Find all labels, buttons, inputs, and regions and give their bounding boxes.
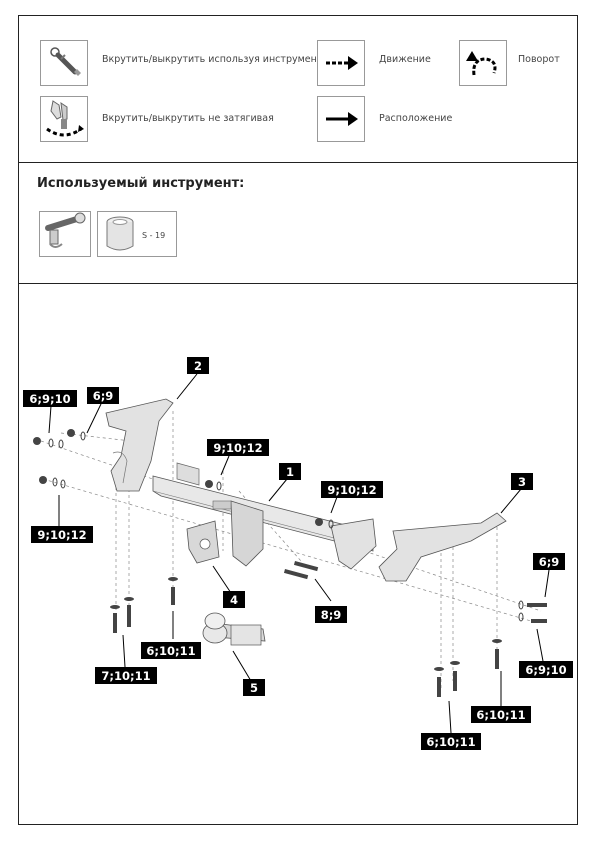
tools-panel: Используемый инструмент: S - 19 bbox=[18, 162, 578, 284]
solid-arrow-icon bbox=[317, 96, 365, 142]
svg-text:9;10;12: 9;10;12 bbox=[37, 528, 86, 542]
callout-6-9-right: 6;9 bbox=[533, 553, 565, 570]
callout-2: 2 bbox=[187, 357, 209, 374]
svg-text:2: 2 bbox=[194, 359, 202, 373]
legend-rotation: Поворот bbox=[518, 54, 560, 65]
callout-6-9-left: 6;9 bbox=[87, 387, 119, 404]
tow-ball-part bbox=[202, 612, 266, 646]
svg-text:6;9: 6;9 bbox=[539, 555, 560, 569]
svg-text:1: 1 bbox=[286, 465, 294, 479]
hand-screw-icon bbox=[40, 96, 88, 142]
left-bracket-part bbox=[105, 398, 174, 492]
callout-4: 4 bbox=[223, 591, 245, 608]
callout-3: 3 bbox=[511, 473, 533, 490]
legend-screw-without-tightening: Вкрутить/выкрутить не затягивая bbox=[102, 113, 274, 124]
svg-text:5: 5 bbox=[250, 681, 258, 695]
svg-text:7;10;11: 7;10;11 bbox=[101, 669, 150, 683]
alignment-lines bbox=[40, 411, 542, 691]
svg-text:6;9: 6;9 bbox=[93, 389, 114, 403]
callout-6-9-10-left: 6;9;10 bbox=[23, 390, 77, 407]
callout-8-9: 8;9 bbox=[315, 606, 347, 623]
callout-6-9-10-right: 6;9;10 bbox=[519, 661, 573, 678]
legend-position: Расположение bbox=[379, 113, 453, 124]
socket-size-label: S - 19 bbox=[142, 231, 166, 240]
svg-text:6;9;10: 6;9;10 bbox=[525, 663, 566, 677]
svg-text:9;10;12: 9;10;12 bbox=[327, 483, 376, 497]
callout-6-10-11-bottom: 6;10;11 bbox=[421, 733, 481, 750]
callout-6-10-11-right: 6;10;11 bbox=[471, 706, 531, 723]
fasteners bbox=[33, 429, 547, 697]
exploded-diagram-panel: 2 1 3 4 5 6;9;10 6;9 9;10;12 9;10;12 9;1… bbox=[18, 283, 578, 825]
ratchet-wrench-icon bbox=[39, 211, 91, 257]
callout-9-10-12-center: 9;10;12 bbox=[207, 439, 269, 456]
svg-text:6;10;11: 6;10;11 bbox=[146, 644, 195, 658]
legend-panel: Вкрутить/выкрутить используя инструмент … bbox=[18, 15, 578, 163]
svg-text:8;9: 8;9 bbox=[321, 608, 342, 622]
legend-screw-with-tool: Вкрутить/выкрутить используя инструмент bbox=[102, 54, 323, 65]
svg-text:6;10;11: 6;10;11 bbox=[476, 708, 525, 722]
leader-arrows bbox=[48, 373, 550, 734]
svg-text:4: 4 bbox=[230, 593, 238, 607]
svg-text:3: 3 bbox=[518, 475, 526, 489]
exploded-diagram: 2 1 3 4 5 6;9;10 6;9 9;10;12 9;10;12 9;1… bbox=[23, 357, 573, 750]
callout-5: 5 bbox=[243, 679, 265, 696]
callout-6-10-11-center: 6;10;11 bbox=[141, 642, 201, 659]
callout-9-10-12-left: 9;10;12 bbox=[31, 526, 93, 543]
callout-9-10-12-right: 9;10;12 bbox=[321, 481, 383, 498]
dashed-arrow-icon bbox=[317, 40, 365, 86]
svg-text:6;10;11: 6;10;11 bbox=[426, 735, 475, 749]
rotate-arrow-icon bbox=[459, 40, 507, 86]
callout-1: 1 bbox=[279, 463, 301, 480]
legend-movement: Движение bbox=[379, 54, 431, 65]
callout-7-10-11: 7;10;11 bbox=[95, 667, 157, 684]
svg-text:9;10;12: 9;10;12 bbox=[213, 441, 262, 455]
right-bracket-part bbox=[378, 512, 507, 582]
tools-title: Используемый инструмент: bbox=[37, 176, 245, 191]
wrench-icon bbox=[40, 40, 88, 86]
svg-text:6;9;10: 6;9;10 bbox=[29, 392, 70, 406]
socket-head-icon: S - 19 bbox=[97, 211, 177, 257]
